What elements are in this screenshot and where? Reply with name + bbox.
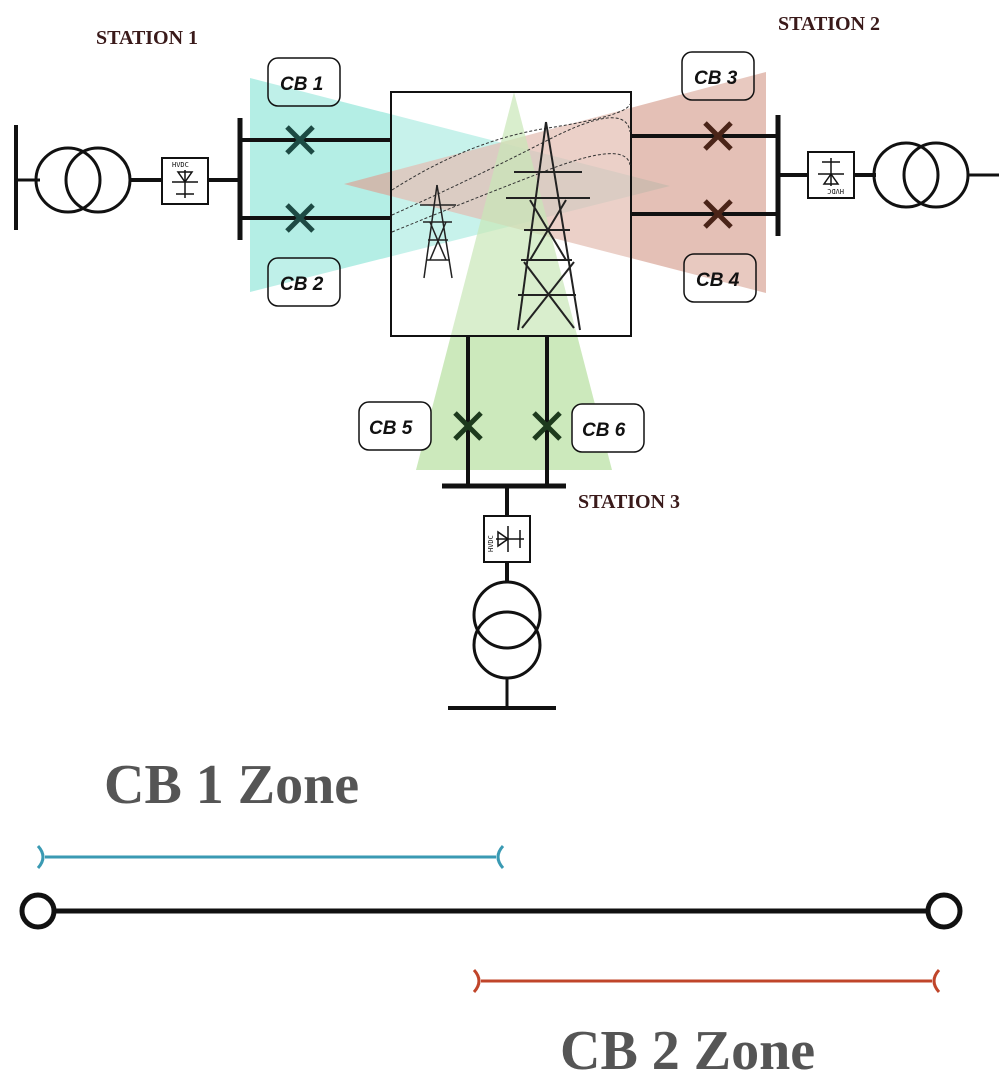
line-end-node-right	[928, 895, 960, 927]
zone2-label: CB 2 Zone	[560, 1020, 815, 1075]
station-1-label: STATION 1	[96, 27, 198, 49]
transformer-icon	[36, 148, 130, 212]
station-1-group: HVDC	[16, 118, 240, 240]
hvdc-converter-label: HVDC	[827, 187, 844, 195]
station-3-label: STATION 3	[578, 491, 680, 513]
station-2-label: STATION 2	[778, 13, 880, 35]
hvdc-converter-icon: HVDC	[484, 516, 530, 562]
zone1-range	[38, 846, 503, 868]
cb6-label-box[interactable]: CB 6	[572, 404, 644, 452]
station-3-group: HVDC	[442, 486, 566, 708]
transmission-line-segment	[22, 895, 960, 927]
cb6-label: CB 6	[582, 420, 626, 441]
zone1-label: CB 1 Zone	[104, 754, 359, 816]
cb5-label: CB 5	[369, 418, 413, 439]
line-end-node-left	[22, 895, 54, 927]
cb3-label-box[interactable]: CB 3	[682, 52, 754, 100]
cb2-label-box[interactable]: CB 2	[268, 258, 340, 306]
zone2-range	[474, 970, 939, 992]
hvdc-converter-icon: HVDC	[162, 158, 208, 204]
cb1-label: CB 1	[280, 74, 323, 95]
cb3-label: CB 3	[694, 68, 738, 89]
station-2-group: HVDC	[778, 115, 999, 236]
cb4-label: CB 4	[696, 270, 740, 291]
hvdc-converter-label: HVDC	[487, 535, 495, 552]
hvdc-converter-icon: HVDC	[808, 152, 854, 198]
cb5-label-box[interactable]: CB 5	[359, 402, 431, 450]
transmission-line-box	[391, 92, 631, 336]
cb1-label-box[interactable]: CB 1	[268, 58, 340, 106]
cb4-label-box[interactable]: CB 4	[684, 254, 756, 302]
cb2-label: CB 2	[280, 274, 324, 295]
transformer-icon	[874, 143, 968, 207]
hvdc-converter-label: HVDC	[172, 161, 189, 169]
transformer-icon	[474, 582, 540, 678]
